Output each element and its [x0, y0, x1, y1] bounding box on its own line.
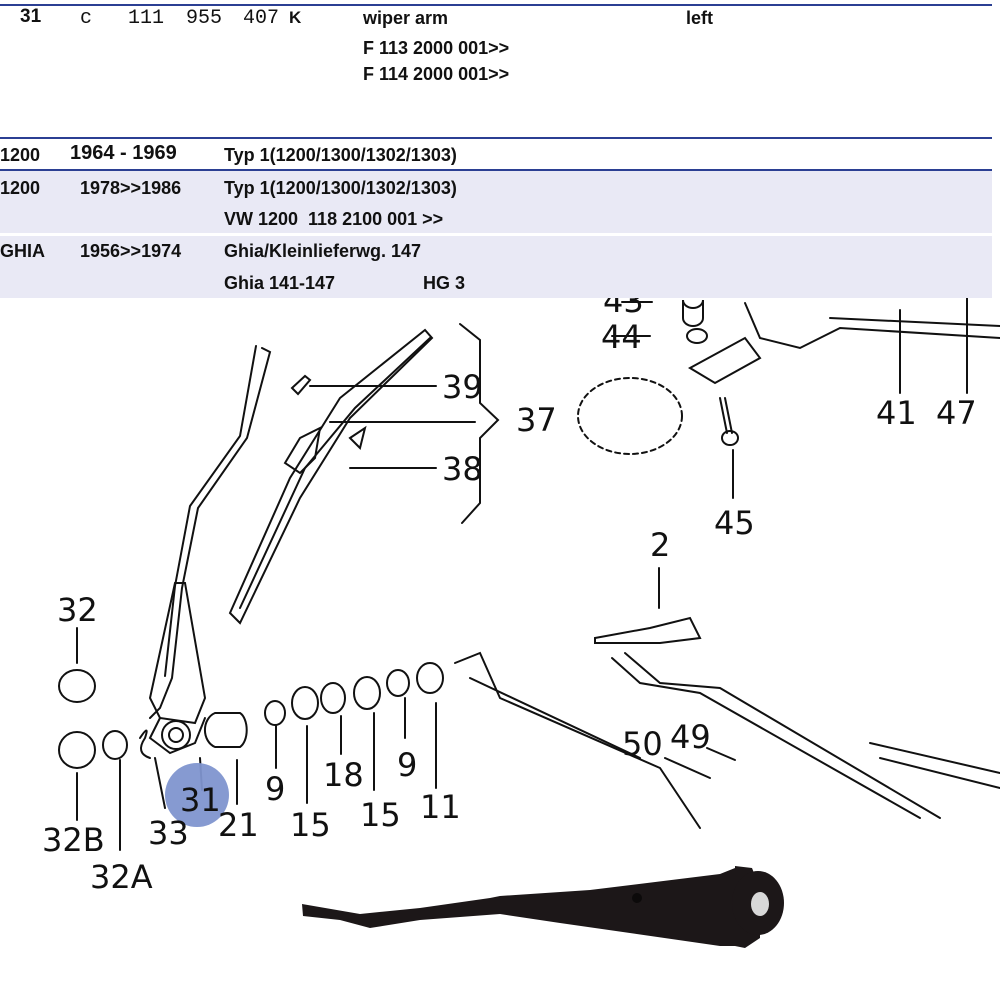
vehicle-years: 1956>>1974 — [80, 241, 182, 261]
pivot-hole — [751, 892, 769, 916]
part-variant: c — [80, 7, 93, 30]
washer-drawing — [686, 328, 708, 344]
label-37: 37 — [516, 401, 557, 439]
label-11: 11 — [420, 788, 461, 826]
label-49: 49 — [670, 718, 711, 756]
label-45: 45 — [714, 504, 755, 542]
vehicle-type: Typ 1(1200/1300/1302/1303) — [224, 178, 457, 198]
part-number-1: 111 — [128, 7, 165, 30]
label-44: 44 — [601, 318, 642, 356]
part-suffix: K — [289, 8, 302, 27]
label-15a: 15 — [290, 806, 331, 844]
vehicle-chassis: Ghia 141-147 — [224, 273, 336, 293]
label-18: 18 — [323, 756, 364, 794]
rivet — [632, 893, 642, 903]
cover-dashed-drawing — [577, 377, 683, 455]
vehicle-years: 1964 - 1969 — [70, 142, 177, 164]
table-rule — [0, 137, 992, 139]
spring-clip-drawing — [139, 729, 151, 759]
label-32: 32 — [57, 591, 98, 629]
part-position: 31 — [20, 6, 42, 27]
vehicle-model: GHIA — [0, 241, 45, 261]
wiper-arm-drawing — [149, 347, 272, 719]
wiper-arm-image — [302, 866, 784, 948]
chassis-note-2: F 114 2000 001>> — [363, 64, 510, 84]
chassis-note-1: F 113 2000 001>> — [363, 38, 510, 58]
cap-b-drawing — [58, 731, 96, 769]
label-15b: 15 — [360, 796, 401, 834]
bushing-drawing — [682, 299, 704, 327]
table-rule — [0, 169, 992, 171]
part-side: left — [686, 8, 713, 28]
label-9a: 9 — [265, 770, 285, 808]
wiper-arm-photo — [302, 866, 784, 948]
exploded-parts-diagram: 43 44 39 37 38 41 47 45 2 32 32B 32A 33 … — [42, 298, 1000, 896]
nut-drawing — [102, 730, 128, 760]
screw-drawing — [719, 397, 733, 434]
vehicle-type: Ghia/Kleinlieferwg. 147 — [224, 241, 422, 261]
spindle-drawing — [594, 616, 702, 644]
bushing-21-drawing — [203, 712, 248, 748]
linkage-drawing — [611, 657, 921, 819]
label-39: 39 — [442, 368, 483, 406]
vehicle-type: Typ 1(1200/1300/1302/1303) — [224, 145, 457, 165]
part-header-area: 31 c 111 955 407 K wiper arm left F 113 … — [0, 0, 1000, 130]
label-31: 31 — [180, 781, 221, 819]
label-41: 41 — [876, 394, 917, 432]
label-38: 38 — [442, 450, 483, 488]
vehicle-extra: HG 3 — [423, 273, 466, 293]
label-33: 33 — [148, 814, 189, 852]
label-47: 47 — [936, 394, 977, 432]
vehicle-row: GHIA 1956>>1974 Ghia/Kleinlieferwg. 147 … — [0, 236, 992, 298]
vehicle-model: 1200 — [0, 145, 41, 165]
vehicle-years: 1978>>1986 — [80, 178, 182, 198]
label-9b: 9 — [397, 746, 417, 784]
group-bracket — [459, 323, 500, 524]
part-description: wiper arm — [363, 8, 449, 28]
label-21: 21 — [218, 806, 259, 844]
vehicle-row: 1200 1978>>1986 Typ 1(1200/1300/1302/130… — [0, 171, 992, 233]
part-number-3: 407 — [243, 7, 280, 30]
part-number-2: 955 — [186, 7, 223, 30]
vehicle-model: 1200 — [0, 178, 41, 198]
highlight-marker — [165, 763, 229, 827]
table-rule-top — [0, 4, 992, 6]
motor-bracket-drawing — [687, 336, 762, 385]
vehicle-chassis: VW 1200 118 2100 001 >> — [224, 209, 444, 229]
label-32a: 32A — [90, 858, 153, 896]
label-2: 2 — [650, 526, 670, 564]
wiper-blade-drawing — [228, 328, 434, 625]
label-43: 43 — [603, 298, 644, 320]
vehicle-row: 1200 1964 - 1969 Typ 1(1200/1300/1302/13… — [0, 139, 992, 170]
cap-drawing — [58, 669, 96, 703]
label-50: 50 — [622, 725, 663, 763]
wiper-clip-drawing — [290, 374, 312, 396]
label-32b: 32B — [42, 821, 105, 859]
